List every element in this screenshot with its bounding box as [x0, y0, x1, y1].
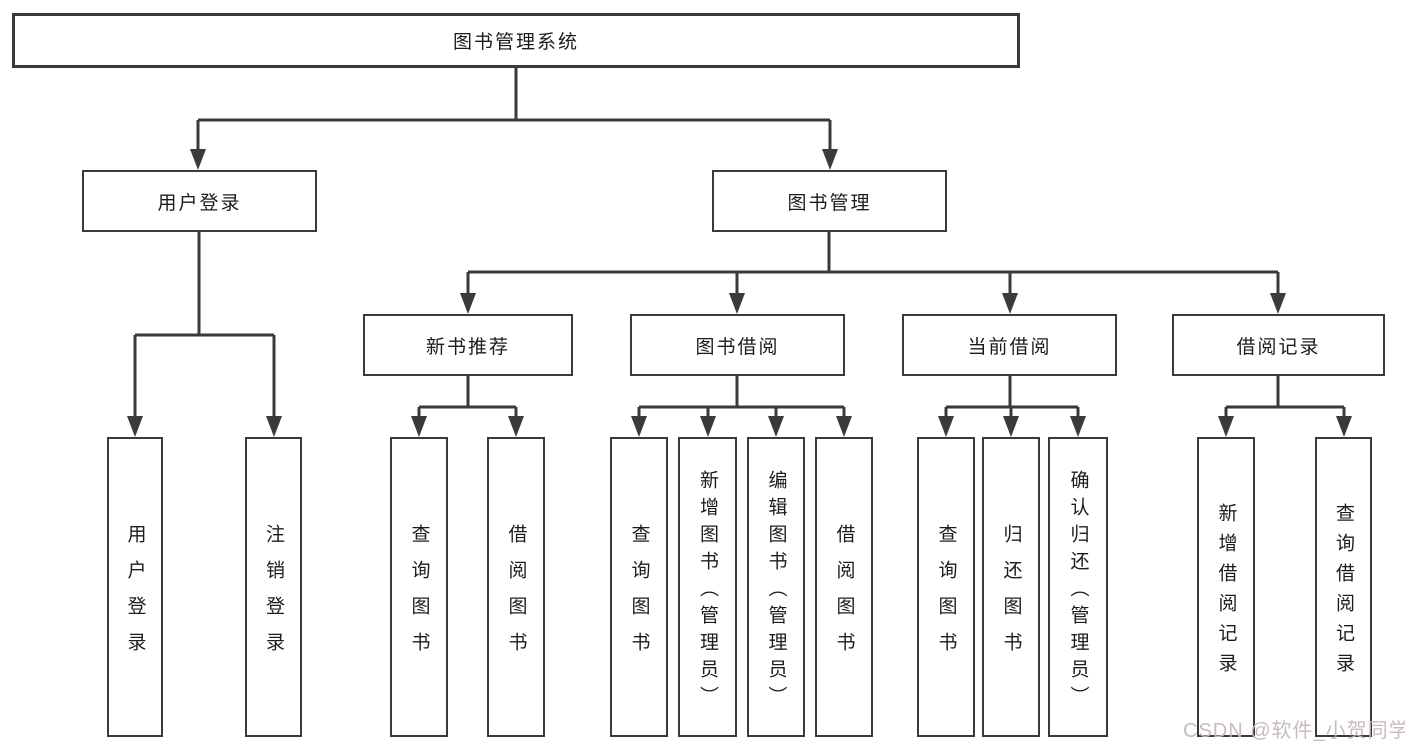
leaf-query-books-recommend: 查询图书 — [390, 437, 448, 737]
node-borrowing-records: 借阅记录 — [1172, 314, 1385, 376]
arrow-icon — [190, 149, 206, 170]
arrow-icon — [1002, 293, 1018, 314]
node-user-login: 用户登录 — [82, 170, 317, 232]
leaf-query-borrow-record: 查询借阅记录 — [1315, 437, 1372, 737]
arrow-icon — [836, 416, 852, 437]
leaf-label: 注销登录 — [263, 523, 284, 668]
arrow-icon — [768, 416, 784, 437]
leaf-add-borrow-record: 新增借阅记录 — [1197, 437, 1255, 737]
arrow-icon — [508, 416, 524, 437]
leaf-query-books-borrowing: 查询图书 — [610, 437, 668, 737]
arrow-icon — [411, 416, 427, 437]
leaf-query-books-current: 查询图书 — [917, 437, 975, 737]
node-current-borrowing: 当前借阅 — [902, 314, 1117, 376]
node-new-book-recommend: 新书推荐 — [363, 314, 573, 376]
leaf-confirm-return-admin: 确认归还（管理员） — [1048, 437, 1108, 737]
arrow-icon — [631, 416, 647, 437]
leaf-label: 查询图书 — [408, 523, 430, 668]
leaf-label: 编辑图书（管理员） — [765, 469, 787, 713]
leaf-label: 新增图书（管理员） — [697, 469, 718, 713]
node-book-borrowing: 图书借阅 — [630, 314, 845, 376]
leaf-user-login: 用户登录 — [107, 437, 163, 737]
arrow-icon — [1003, 416, 1019, 437]
leaf-logout: 注销登录 — [245, 437, 302, 737]
arrow-icon — [127, 416, 143, 437]
leaf-label: 查询图书 — [935, 523, 957, 668]
arrow-icon — [822, 149, 838, 170]
leaf-borrow-books-recommend: 借阅图书 — [487, 437, 545, 737]
arrow-icon — [1336, 416, 1352, 437]
leaf-edit-book-admin: 编辑图书（管理员） — [747, 437, 805, 737]
leaf-label: 新增借阅记录 — [1215, 502, 1237, 683]
leaf-label: 用户登录 — [124, 523, 146, 668]
csdn-watermark: CSDN @软件_小贺同学 — [1183, 720, 1405, 742]
arrow-icon — [700, 416, 716, 437]
leaf-label: 借阅图书 — [833, 523, 855, 668]
node-book-management: 图书管理 — [712, 170, 947, 232]
leaf-label: 查询借阅记录 — [1333, 502, 1354, 683]
arrow-icon — [266, 416, 282, 437]
arrow-icon — [1270, 293, 1286, 314]
leaf-add-book-admin: 新增图书（管理员） — [678, 437, 737, 737]
leaf-label: 确认归还（管理员） — [1067, 469, 1089, 713]
leaf-label: 借阅图书 — [505, 523, 527, 668]
node-root-system: 图书管理系统 — [12, 13, 1020, 68]
leaf-label: 归还图书 — [1000, 523, 1022, 668]
arrow-icon — [729, 293, 745, 314]
leaf-borrow-books-borrowing: 借阅图书 — [815, 437, 873, 737]
leaf-return-book: 归还图书 — [982, 437, 1040, 737]
arrow-icon — [938, 416, 954, 437]
arrow-icon — [1218, 416, 1234, 437]
leaf-label: 查询图书 — [628, 523, 650, 668]
arrow-icon — [1070, 416, 1086, 437]
arrow-icon — [460, 293, 476, 314]
